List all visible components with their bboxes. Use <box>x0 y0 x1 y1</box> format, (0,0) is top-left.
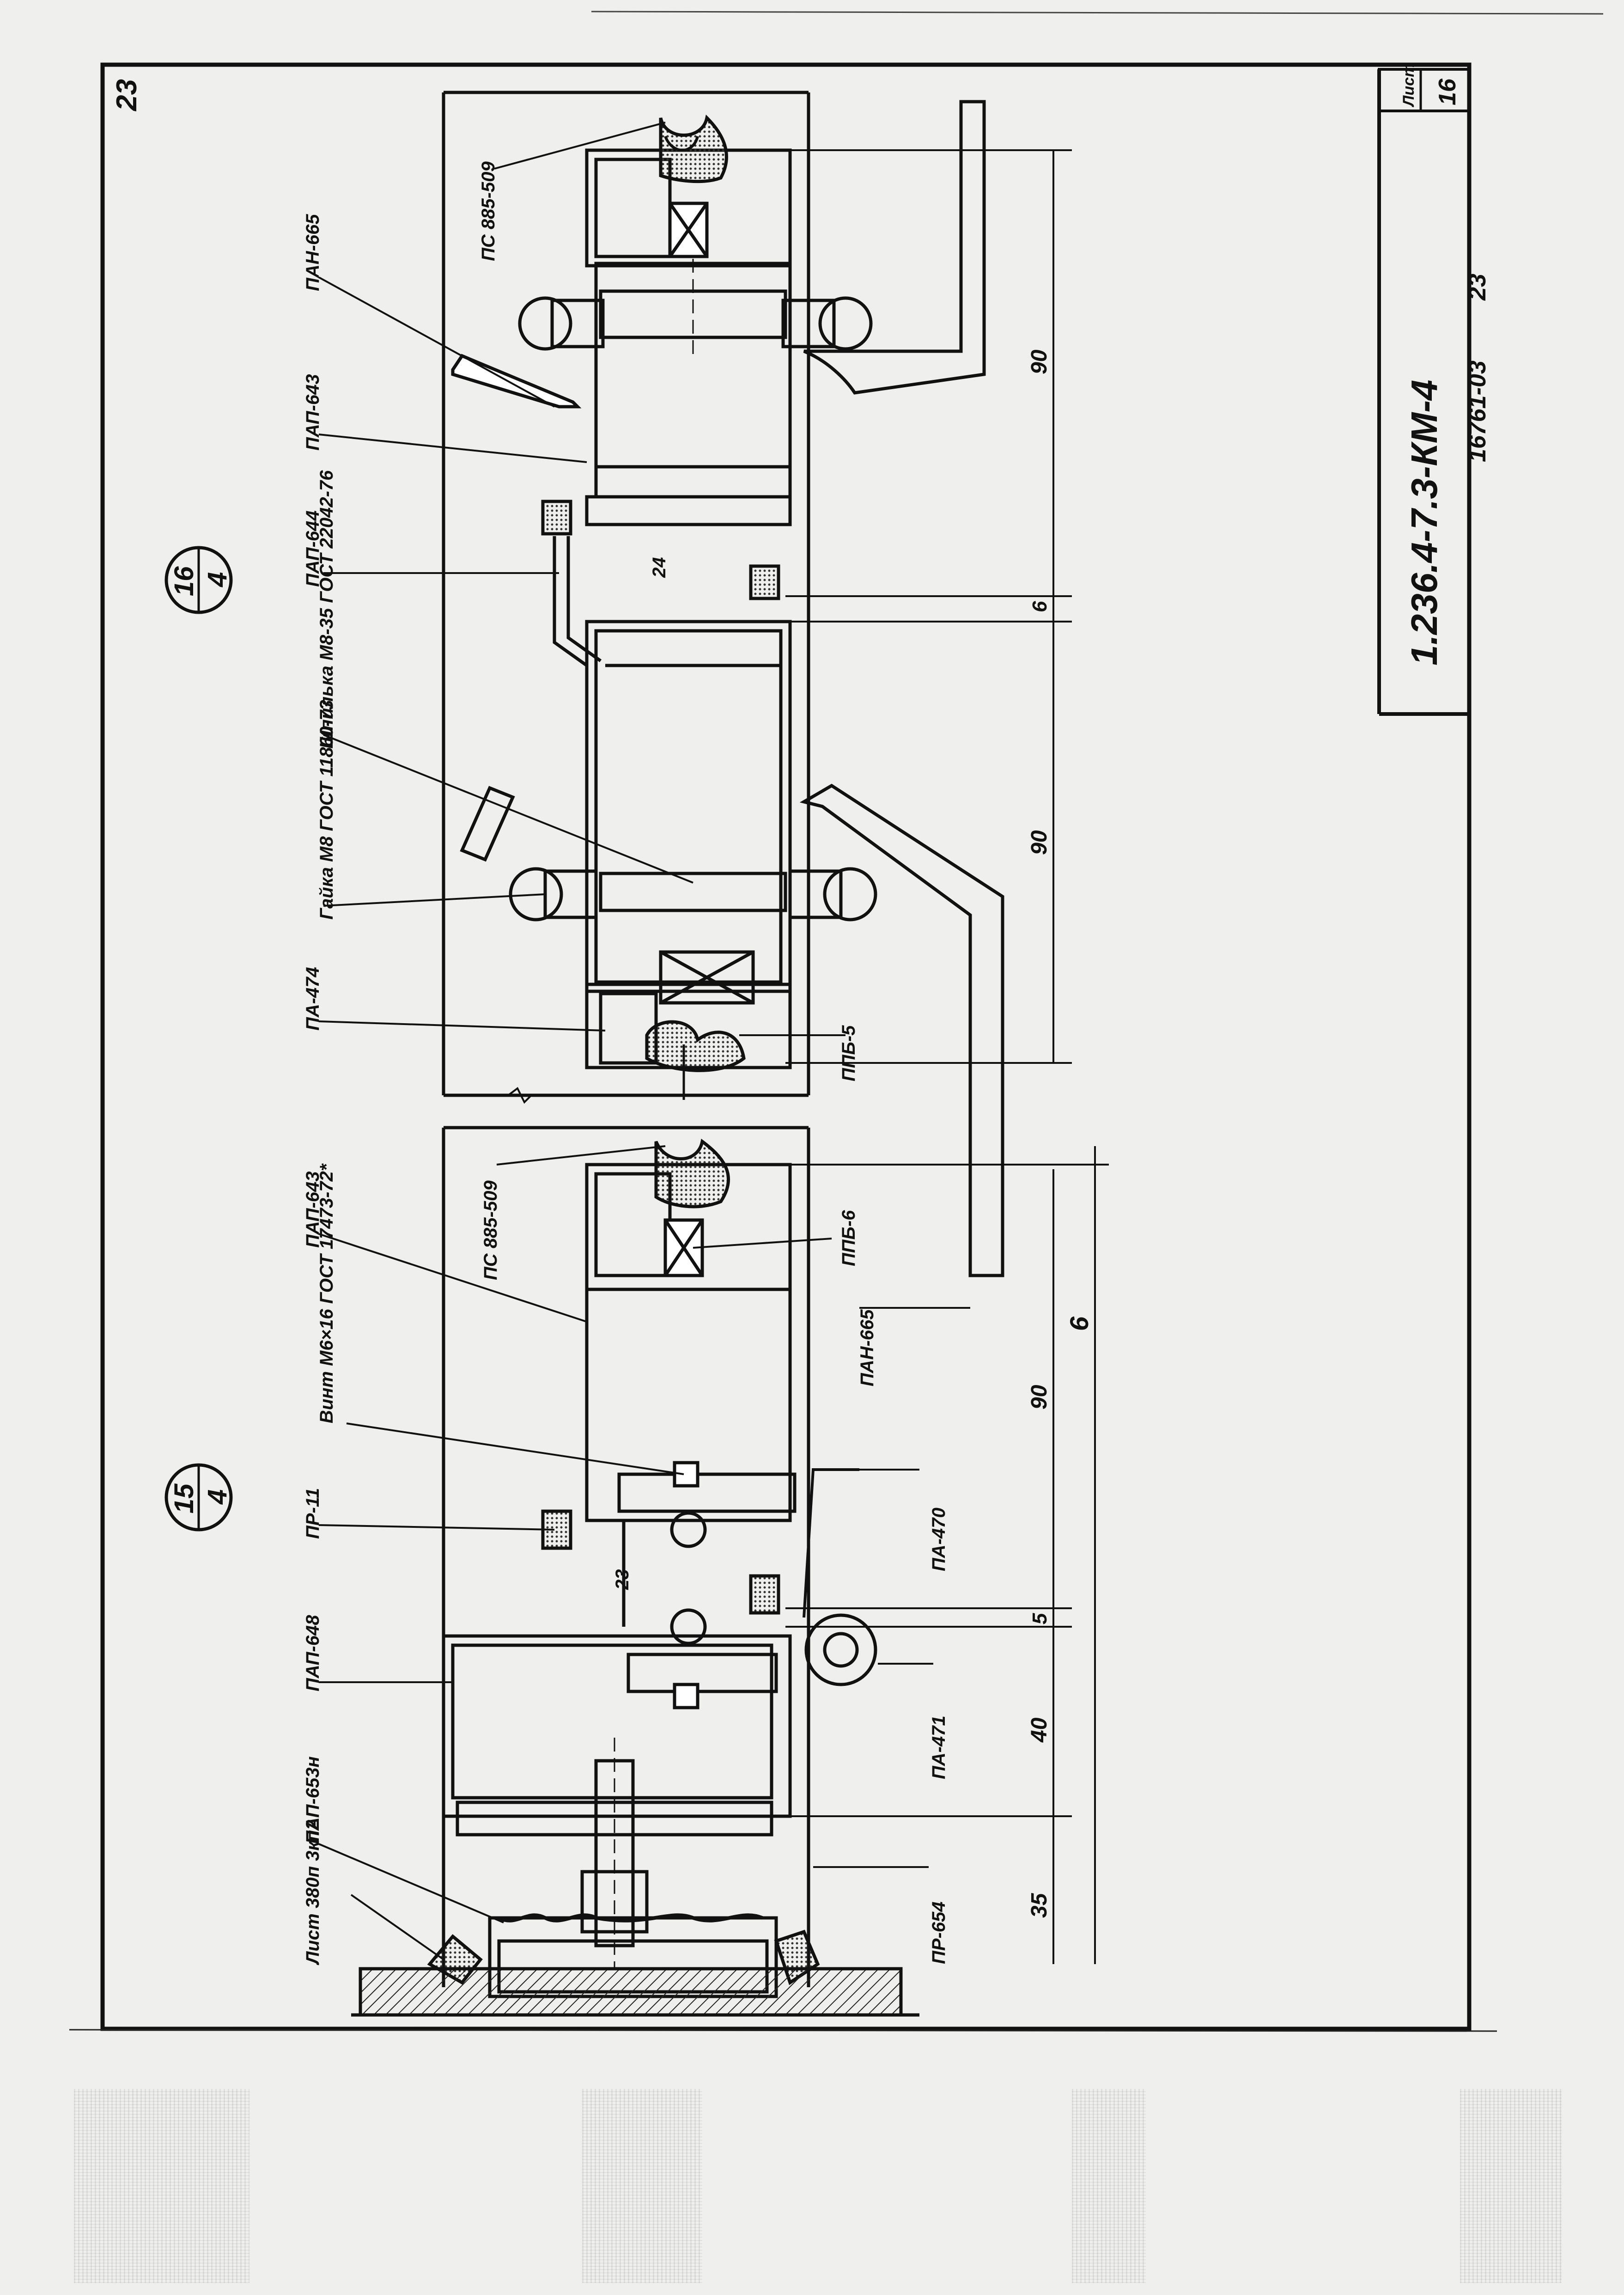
dimension-values: 90 6 90 24 35 40 5 90 23 6 <box>612 349 1094 1918</box>
dim-24: 24 <box>649 557 669 579</box>
section-15-labels: Лист 380п 3кп2 ПАП-653н ПАП-648 ПР-11 Ви… <box>303 1163 949 1965</box>
label-pa-471: ПА-471 <box>929 1715 949 1779</box>
label-ps-885-upper: ПС 885-509 <box>478 161 499 261</box>
label-pap-648: ПАП-648 <box>303 1615 323 1691</box>
section-16-assembly <box>442 91 1072 1277</box>
scan-grain <box>1460 2089 1562 2283</box>
frame-outer-line <box>69 2029 1497 2032</box>
archive-page: 23 <box>1464 274 1491 301</box>
marker-16-top: 16 <box>169 566 199 596</box>
scan-grain <box>582 2089 702 2283</box>
label-nut-m8: Гайка М8 ГОСТ 11860-73 <box>316 700 337 920</box>
title-block: Лист 16 1.236.4-7.3-КМ-4 16761-03 23 <box>1377 63 1491 716</box>
drawing-designation: 1.236.4-7.3-КМ-4 <box>1404 380 1445 665</box>
label-pan-665-upper: ПАН-665 <box>303 214 323 291</box>
frame-border <box>100 62 1472 2031</box>
page-number: 23 <box>111 79 143 111</box>
dim-23: 23 <box>612 1569 633 1591</box>
label-pa-474: ПА-474 <box>303 967 323 1031</box>
archive-code: 16761-03 <box>1464 360 1491 462</box>
section-marker-16: 16 4 <box>164 546 233 614</box>
label-pap-643-upper: ПАП-643 <box>303 374 323 451</box>
label-screw-m6: Винт М6×16 ГОСТ 17473-72* <box>316 1163 337 1423</box>
frame-top-line <box>591 11 1604 15</box>
dim-40: 40 <box>1027 1717 1052 1743</box>
dim-90-lower: 90 <box>1027 1385 1052 1410</box>
marker-16-bottom: 4 <box>202 572 232 587</box>
label-pa-470: ПА-470 <box>929 1508 949 1571</box>
scan-grain <box>1072 2089 1146 2283</box>
label-ppb-6: ППБ-6 <box>839 1210 859 1266</box>
section-15-assembly <box>351 1126 1109 2017</box>
marker-15-bottom: 4 <box>202 1489 232 1505</box>
label-pr-654: ПР-654 <box>929 1901 949 1964</box>
label-ppb-5: ППБ-5 <box>839 1025 859 1081</box>
dim-5: 5 <box>1028 1613 1051 1624</box>
scan-grain <box>74 2089 249 2283</box>
dim-6-lower: 6 <box>1064 1316 1094 1331</box>
dim-35: 35 <box>1027 1892 1052 1918</box>
dim-6-top: 6 <box>1028 601 1051 612</box>
label-pap-644: ПАП-644 <box>303 511 323 587</box>
label-pan-665-lower: ПАН-665 <box>857 1309 877 1386</box>
dim-90-top: 90 <box>1027 349 1052 374</box>
label-stud-m8: Шпилька М8-35 ГОСТ 22042-76 <box>316 470 337 749</box>
label-pr-11: ПР-11 <box>303 1488 323 1539</box>
label-pap-653n: ПАП-653н <box>303 1756 323 1844</box>
sheet-label: Лист <box>1400 63 1417 108</box>
label-ps-885-lower: ПС 885-509 <box>481 1180 501 1280</box>
label-pap-643-lower: ПАП-643 <box>303 1172 323 1248</box>
leader-lines <box>318 122 970 1960</box>
section-marker-15: 15 4 <box>164 1463 233 1532</box>
sheet-number: 16 <box>1434 78 1461 105</box>
label-sheet-380: Лист 380п 3кп2 <box>303 1820 323 1965</box>
dim-90-mid: 90 <box>1027 830 1052 855</box>
section-16-labels: ПА-474 Гайка М8 ГОСТ 11860-73 Шпилька М8… <box>303 161 859 1081</box>
marker-15-top: 15 <box>169 1483 199 1514</box>
